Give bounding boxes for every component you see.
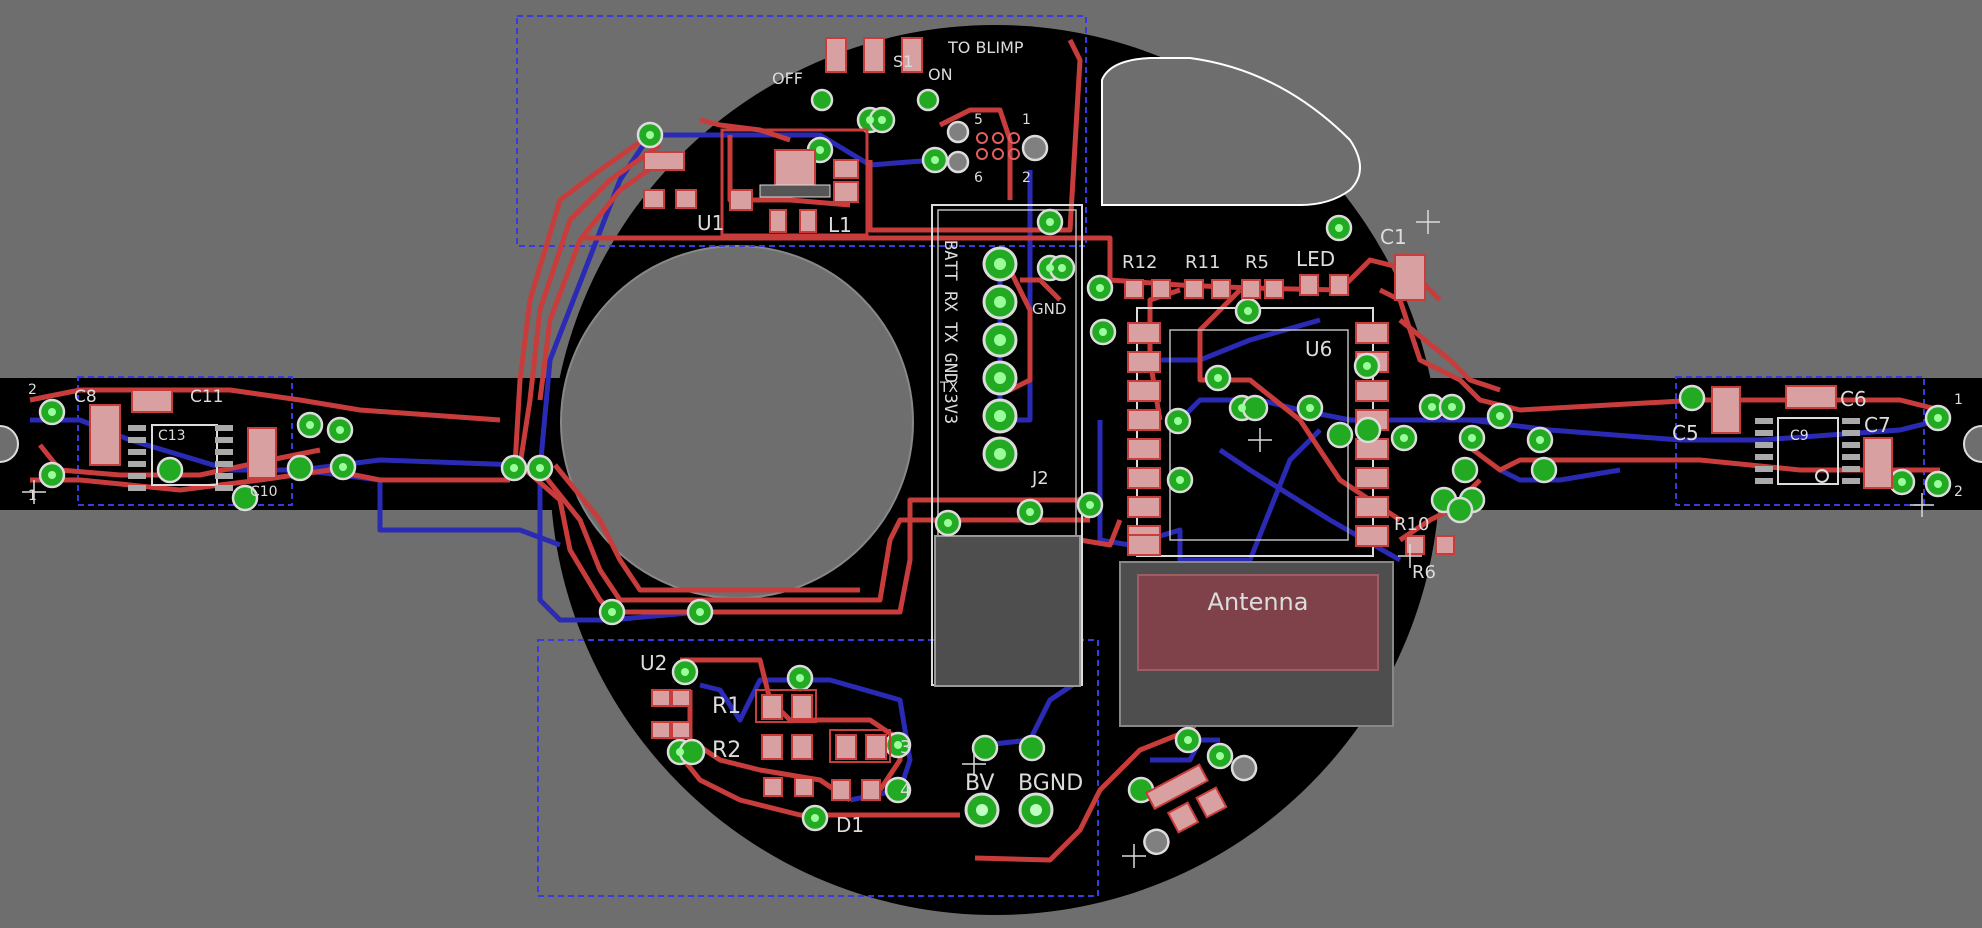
bottom-section[interactable]: U2 R1 R2 3 4 D1 <box>640 651 911 837</box>
d1-label: D1 <box>836 813 864 837</box>
pin-2-label: 2 <box>1022 170 1031 186</box>
c7-label: C7 <box>1864 413 1891 437</box>
keepout-right <box>1675 376 1925 506</box>
c5-label: C5 <box>1672 421 1699 445</box>
right-pin-2-label: 2 <box>1954 484 1963 500</box>
to-blimp-label: TO BLIMP <box>947 38 1024 57</box>
left-end-hole <box>0 425 19 463</box>
pin-5-label: 5 <box>974 112 983 128</box>
keepout-left <box>77 376 293 506</box>
bgnd-label: BGND <box>1018 771 1083 796</box>
r12-label: R12 <box>1122 252 1157 273</box>
antenna-zone: Antenna <box>1119 561 1394 727</box>
led-label: LED <box>1296 247 1335 271</box>
board-cutout <box>1101 57 1361 206</box>
bv-label: BV <box>965 771 994 796</box>
r5-label: R5 <box>1245 252 1269 273</box>
right-arm-section[interactable]: C5 C6 C7 C9 1 2 <box>1672 385 1963 500</box>
battery-pads[interactable]: BV BGND <box>964 771 1083 828</box>
antenna-label: Antenna <box>1208 588 1309 616</box>
pin-1-label: 1 <box>1022 112 1031 128</box>
via-centers <box>48 116 1942 822</box>
r6-label: R6 <box>1412 562 1436 583</box>
left-pin-1-label: 1 <box>28 488 37 504</box>
u6-label: U6 <box>1305 337 1332 361</box>
u1-label: U1 <box>697 211 724 235</box>
off-label: OFF <box>772 69 803 88</box>
r10-label: R10 <box>1394 514 1429 535</box>
c8-label: C8 <box>74 387 97 407</box>
header-pins <box>982 246 1018 472</box>
switch-s1[interactable]: OFF ON S1 TO BLIMP <box>772 37 1024 112</box>
header-pin-text: BATT RX TX GND 3V3 <box>940 240 960 424</box>
s1-label: S1 <box>893 52 913 71</box>
connector-blimp[interactable]: 1 2 5 6 <box>946 112 1049 186</box>
r11-label: R11 <box>1185 252 1220 273</box>
right-end-hole <box>1963 425 1982 463</box>
origin-markers <box>22 210 1934 868</box>
u6-left-pads <box>1127 322 1161 556</box>
tx-label: TX <box>939 380 959 396</box>
power-section-top[interactable]: U1 L1 <box>643 128 869 237</box>
pin-6-label: 6 <box>974 170 983 186</box>
j2-label: J2 <box>1031 468 1049 489</box>
keepout-top <box>516 15 1087 247</box>
c6-label: C6 <box>1840 387 1867 411</box>
resistors-r10-r6[interactable]: R10 R6 <box>1394 514 1455 583</box>
pin-3-label: 3 <box>900 737 911 758</box>
c13-label: C13 <box>158 428 186 444</box>
left-pin-2-label: 2 <box>28 382 37 398</box>
c11-label: C11 <box>190 387 224 407</box>
c10-label: C10 <box>250 484 278 500</box>
l1-label: L1 <box>828 213 852 237</box>
left-arm-section[interactable]: C8 C11 C13 C10 2 1 <box>28 382 278 504</box>
diagonal-connector[interactable] <box>1123 741 1271 858</box>
pin-4-label: 4 <box>900 780 911 801</box>
on-label: ON <box>928 65 953 84</box>
header-j2[interactable]: BATT RX TX GND 3V3 GND TX J2 <box>931 204 1083 687</box>
r1-label: R1 <box>712 694 741 719</box>
gnd-label: GND <box>1032 300 1066 318</box>
r2-label: R2 <box>712 738 741 763</box>
keepout-bottom <box>537 639 1099 897</box>
u2-label: U2 <box>640 651 667 675</box>
right-pin-1-label: 1 <box>1954 392 1963 408</box>
c1-label: C1 <box>1380 225 1407 249</box>
c9-label: C9 <box>1790 428 1809 444</box>
keepout-boxes <box>77 15 1925 897</box>
resistor-row-top[interactable]: R12 R11 R5 LED C1 <box>1122 225 1426 301</box>
